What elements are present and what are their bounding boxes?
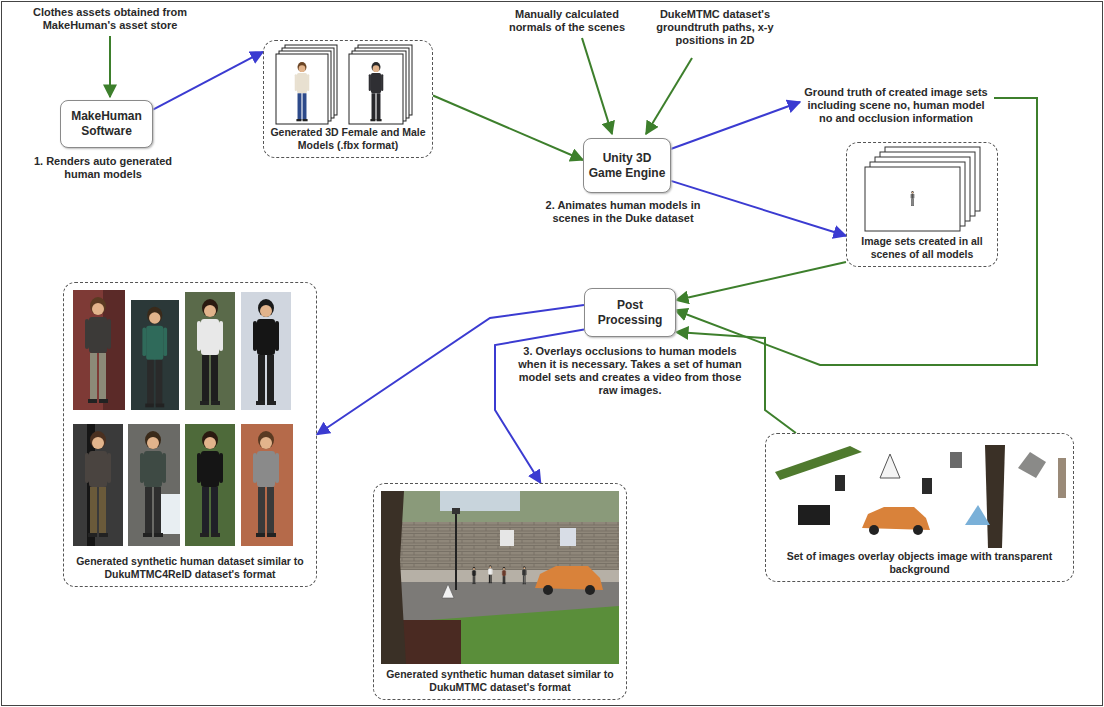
- software-box: MakeHuman Software1. Renders auto genera…: [60, 100, 153, 148]
- source-note: Manually calculated normals of the scene…: [497, 8, 637, 34]
- flow-arrow: [433, 96, 583, 161]
- box-label: Generated synthetic human dataset simila…: [70, 555, 310, 581]
- dataset-box: Generated synthetic human dataset simila…: [373, 483, 627, 700]
- overlay-set-box: Set of images overlay objects image with…: [765, 433, 1074, 582]
- step-caption: 2. Animates human models in scenes in th…: [538, 199, 708, 225]
- source-note: Clothes assets obtained from MakeHuman's…: [22, 6, 198, 32]
- source-note: DukeMTMC dataset's groundtruth paths, x-…: [645, 8, 785, 47]
- box-label: Generated 3D Female and Male Models (.fb…: [270, 126, 426, 152]
- process-box: Post Processing3. Overlays occlusions to…: [584, 288, 676, 337]
- box-title: MakeHuman Software: [61, 109, 152, 139]
- box-title: Unity 3D Game Engine: [584, 151, 670, 181]
- box-label: Generated synthetic human dataset simila…: [380, 668, 620, 694]
- flow-arrow: [676, 262, 846, 300]
- box-label: Set of images overlay objects image with…: [772, 550, 1067, 576]
- source-note: Ground truth of created image sets inclu…: [803, 86, 989, 125]
- step-caption: 3. Overlays occlusions to human models w…: [510, 345, 750, 397]
- box-label: Image sets created in all scenes of all …: [853, 235, 991, 261]
- flow-arrow: [153, 52, 263, 110]
- dataset-box: Generated synthetic human dataset simila…: [63, 282, 317, 587]
- box-title: Post Processing: [585, 298, 675, 328]
- engine-box: Unity 3D Game Engine2. Animates human mo…: [583, 138, 671, 193]
- image-set-box: Image sets created in all scenes of all …: [846, 142, 998, 267]
- step-caption: 1. Renders auto generated human models: [23, 155, 183, 181]
- model-set-box: Generated 3D Female and Male Models (.fb…: [263, 40, 433, 158]
